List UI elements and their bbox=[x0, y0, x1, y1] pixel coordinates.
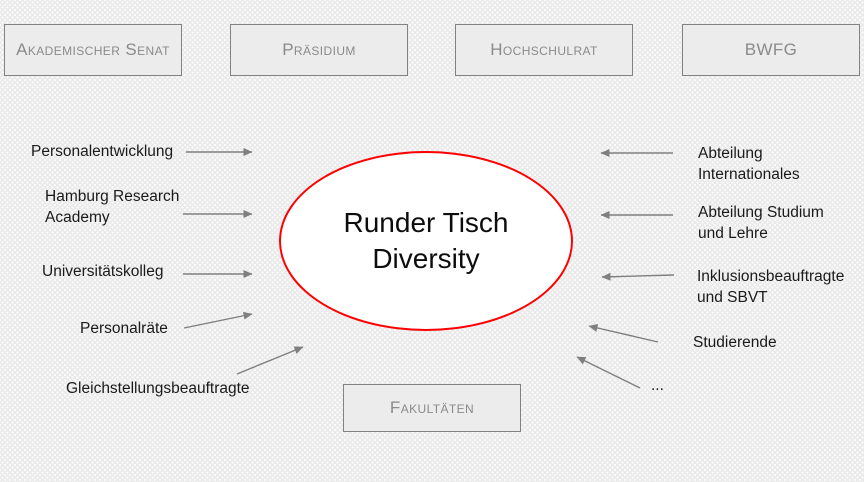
box-fakultaeten: Fakultäten bbox=[343, 384, 521, 432]
box-hochschulrat: Hochschulrat bbox=[455, 24, 633, 76]
label-hamburg-research-academy: Hamburg Research Academy bbox=[45, 188, 180, 226]
label-studierende: Studierende bbox=[693, 334, 777, 351]
label-abteilung-studium-und-lehre: Abteilung Studium und Lehre bbox=[698, 204, 824, 242]
label-personalentwicklung: Personalentwicklung bbox=[31, 143, 174, 160]
arrow-ellipsis-icon bbox=[576, 356, 641, 389]
center-ellipse: Runder Tisch Diversity bbox=[279, 151, 573, 331]
label-ellipsis: ... bbox=[651, 377, 664, 394]
box-bwfg: BWFG bbox=[682, 24, 860, 76]
box-praesidium: Präsidium bbox=[230, 24, 408, 76]
center-ellipse-label: Runder Tisch Diversity bbox=[343, 206, 509, 274]
arrow-studierende-icon bbox=[588, 324, 659, 343]
label-abteilung-internationales: Abteilung Internationales bbox=[698, 145, 800, 183]
label-gleichstellungsbeauftragte: Gleichstellungsbeauftragte bbox=[66, 380, 250, 397]
label-inklusionsbeauftragte-und-sbvt: Inklusionsbeauftragte und SBVT bbox=[697, 268, 845, 306]
arrow-gleichstellungsbeauftragte-icon bbox=[236, 346, 304, 375]
arrow-personalraete-icon bbox=[183, 311, 253, 329]
box-akademischer-senat: Akademischer Senat bbox=[4, 24, 182, 76]
arrow-inklusionsbeauftragte-icon bbox=[601, 272, 675, 281]
label-personalraete: Personalräte bbox=[80, 320, 168, 337]
label-universitaetskolleg: Universitätskolleg bbox=[42, 263, 164, 280]
